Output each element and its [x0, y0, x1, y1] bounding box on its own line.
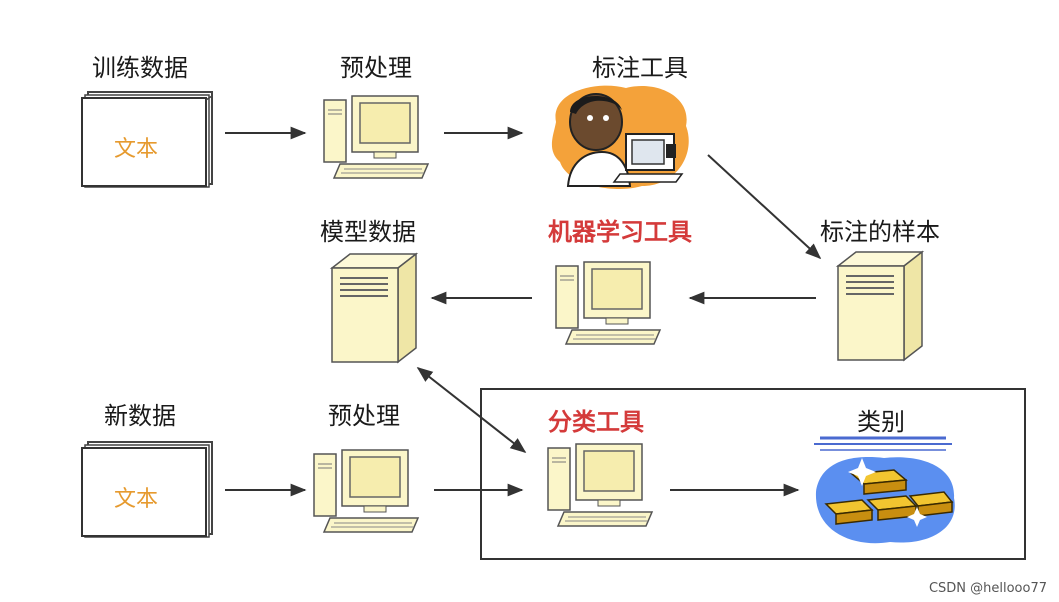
computer-icon-classifier — [542, 440, 662, 530]
server-icon-model-data — [328, 248, 420, 366]
label-ml-tool: 机器学习工具 — [548, 218, 692, 246]
label-model-data: 模型数据 — [320, 218, 416, 246]
label-preprocess-top: 预处理 — [340, 54, 412, 82]
arrow-annotation-to-samples — [707, 154, 822, 260]
label-training-data: 训练数据 — [92, 54, 188, 82]
label-annotation-tool: 标注工具 — [592, 54, 688, 82]
computer-icon-preprocess-top — [318, 92, 438, 182]
arrow-model-classifier — [416, 367, 527, 453]
doc-text-training: 文本 — [114, 137, 158, 162]
computer-icon-preprocess-bottom — [308, 446, 428, 536]
label-preprocess-bottom: 预处理 — [328, 402, 400, 430]
server-icon-labeled-samples — [834, 246, 926, 364]
label-classifier-tool: 分类工具 — [548, 408, 644, 436]
credit-text: CSDN @hellooo77 — [928, 581, 1047, 596]
label-category: 类别 — [857, 408, 905, 436]
label-new-data: 新数据 — [104, 402, 176, 430]
document-icon-new: 文本 — [78, 440, 218, 540]
person-at-computer-icon — [546, 82, 692, 192]
document-icon-training: 文本 — [78, 90, 218, 190]
classification-group-box — [480, 388, 1026, 560]
gold-bars-icon — [810, 432, 960, 550]
computer-icon-ml-tool — [550, 258, 670, 348]
doc-text-new: 文本 — [114, 487, 158, 512]
label-labeled-samples: 标注的样本 — [820, 218, 940, 246]
